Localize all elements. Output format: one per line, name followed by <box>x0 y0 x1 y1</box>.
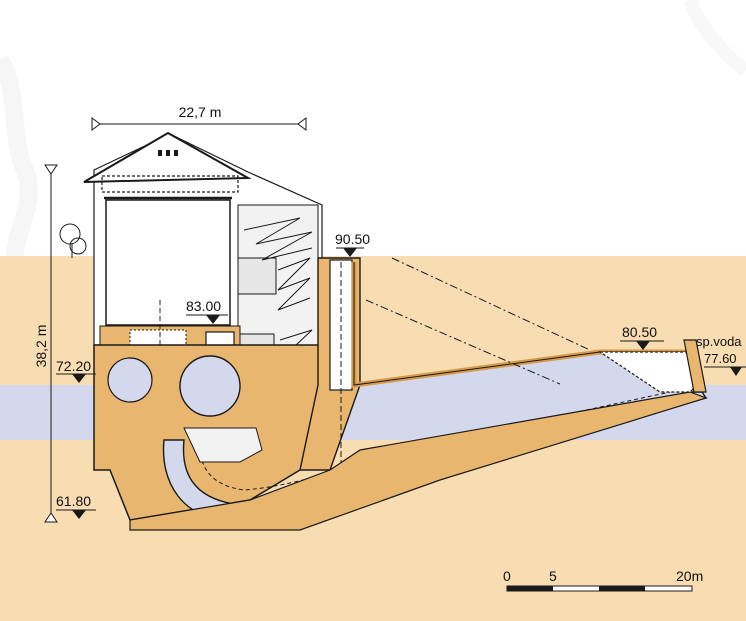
elevation-90-50-label: 90.50 <box>335 231 370 247</box>
elevation-80-50-label: 80.50 <box>622 324 657 340</box>
embankment-slope <box>391 257 591 351</box>
marker-72-20: 72.20 <box>56 358 96 383</box>
elevation-marker-icon <box>206 315 220 324</box>
elevation-marker-icon <box>636 341 650 350</box>
channel-bed <box>129 391 708 531</box>
roof-windows <box>158 150 178 156</box>
height-dimension-label: 38,2 m <box>33 325 49 368</box>
marker-61-80: 61.80 <box>56 493 96 519</box>
turbine-pit <box>183 427 263 463</box>
elevation-marker-icon <box>730 367 742 376</box>
elevation-61-80-label: 61.80 <box>56 493 91 509</box>
scale-bar: 0 5 20m <box>503 568 703 592</box>
elevation-marker-icon <box>72 510 86 519</box>
elevation-marker-icon <box>343 248 357 257</box>
marker-80-50: 80.50 <box>620 324 664 350</box>
outlet-structure <box>598 351 699 393</box>
downstream-label: sp.voda <box>696 334 742 349</box>
generator-hall <box>105 199 231 326</box>
spiral-casing-right <box>179 355 241 417</box>
embankment-inner-slope <box>365 299 561 385</box>
roof <box>83 131 252 183</box>
outlet-wall <box>683 339 707 393</box>
tree-icon <box>59 223 87 258</box>
marker-83-00: 83.00 <box>186 298 228 324</box>
roof-truss <box>101 175 239 193</box>
scale-label-20m: 20m <box>676 568 703 584</box>
elevation-77-60-label: 77.60 <box>704 351 737 366</box>
elevation-83-00-label: 83.00 <box>186 298 221 314</box>
marker-90-50: 90.50 <box>335 231 370 257</box>
elevation-marker-icon <box>72 374 86 383</box>
elevation-72-20-label: 72.20 <box>56 358 91 374</box>
scale-label-0: 0 <box>503 568 511 584</box>
width-dimension-label: 22,7 m <box>179 104 222 120</box>
marker-downstream: sp.voda 77.60 <box>696 334 746 376</box>
height-dimension <box>44 164 58 523</box>
scale-label-5: 5 <box>549 568 557 584</box>
spiral-casing-left <box>107 357 153 403</box>
width-dimension <box>91 117 307 131</box>
